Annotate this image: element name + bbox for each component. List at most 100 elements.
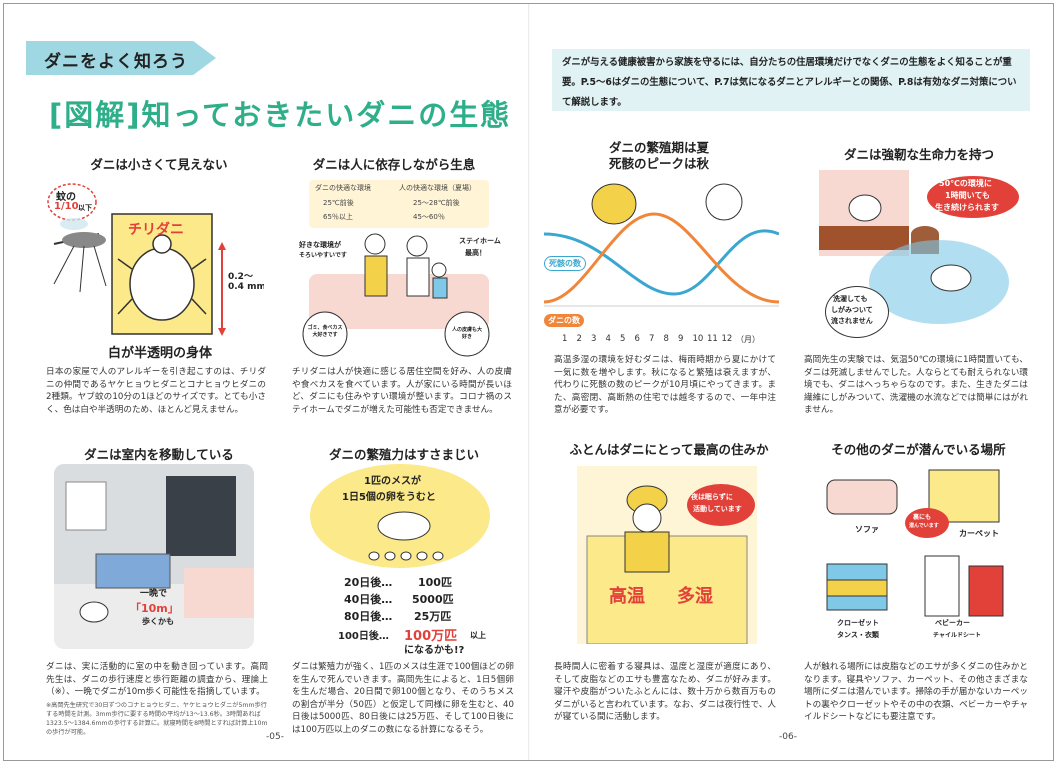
s7-body: 長時間人に密着する寝具は、温度と湿度が適度にあり、そして皮脂などのエサも豊富なた…: [554, 662, 776, 723]
s2-mite-temp: 25℃前後: [323, 199, 354, 207]
s8-baby-line2: チャイルドシート: [933, 632, 981, 639]
s1-caption: 白が半透明の身体: [108, 346, 213, 359]
s3-dead-label: 死骸の数: [544, 256, 586, 271]
month-tick-7: 7: [649, 334, 655, 344]
book-spine: [528, 4, 530, 760]
section-tag: ダニをよく知ろう: [26, 41, 216, 75]
month-tick-5: 5: [620, 334, 626, 344]
s6-illustration: 1匹のメスが 1日5個の卵をうむと 20日後… 100匹 40日後… 5000匹…: [294, 464, 509, 654]
s6-row2-label: 40日後…: [344, 593, 393, 606]
s8-illustration: ソファ カーペット 裏にも 潜んでいます クローゼット タンス・衣類 ベビーカー…: [809, 464, 1029, 644]
s2-bubble-left-line1: 好きな環境が: [299, 241, 341, 249]
month-tick-2: 2: [576, 334, 582, 344]
s8-sofa-label: ソファ: [855, 525, 879, 534]
s6-last-tail: になるかも!?: [404, 645, 465, 654]
s4-wash-line1: 洗濯しても: [833, 295, 868, 303]
s7-bubble-line2: 活動しています: [693, 505, 742, 513]
s6-cloud-line2: 1日5個の卵をうむと: [342, 492, 436, 503]
s4-heat-line3: 生き続けられます: [935, 203, 999, 212]
s6-row2-value: 5000匹: [412, 593, 454, 606]
s1-illustration: 蚊の 1/10 以下 チリダニ 0.2～ 0.4 mm 白が半透明の身体: [44, 174, 264, 359]
month-tick-8: 8: [663, 334, 669, 344]
s1-mite-name: チリダニ: [128, 222, 184, 238]
s1-size-line2: 0.4 mm: [228, 282, 264, 292]
s4-illustration: 50℃の環境に 1時間いても 生き続けられます 洗濯しても しがみついて 流され…: [809, 164, 1029, 344]
s6-heading: ダニの繁殖力はすさまじい: [328, 447, 479, 462]
s7-illustration: 夜は眠らずに 活動しています 高温 多湿: [577, 466, 757, 644]
s4-heat-bubble: [927, 176, 1019, 218]
s4-heat-line1: 50℃の環境に: [939, 179, 992, 188]
s8-body: 人が触れる場所には皮脂などのエサが多くダニの住みかとなります。寝具やソファ、カー…: [804, 662, 1028, 723]
s7-word-humid: 多湿: [677, 586, 713, 607]
s5-body: ダニは、実に活動的に室の中を動き回っています。高岡先生は、ダニの歩行速度と歩行距…: [46, 662, 268, 698]
spread: ダニをよく知ろう [図解]知っておきたいダニの生態 ダニは小さくて見えない 蚊の…: [3, 3, 1054, 761]
s3-heading-line1: ダニの繁殖期は夏: [608, 140, 709, 155]
s6-last-value: 100万匹: [404, 629, 458, 644]
s5-bubble-line1: 一晩で: [140, 589, 168, 599]
s5-heading: ダニは室内を移動している: [84, 447, 234, 462]
s7-bubble: [687, 484, 755, 526]
s2-mite-hum: 65％以上: [323, 213, 353, 221]
tag-arrow-shape: [26, 41, 216, 75]
s6-body: ダニは繁殖力が強く、1匹のメスは生涯で100個ほどの卵を生んで死んでいきます。高…: [292, 662, 514, 735]
dead-count-curve: [544, 229, 779, 296]
month-tick-3: 3: [591, 334, 597, 344]
s2-mite-env: ダニの快適な環境: [315, 184, 371, 192]
s3-body: 高温多湿の環境を好むダニは、梅雨時期から夏にかけて一気に数を増やします。秋になる…: [554, 355, 776, 416]
s5-bubble-line2: 「10m」: [130, 602, 179, 615]
s2-bubble-right-line1: ステイホーム: [459, 237, 501, 245]
s8-baby-line1: ベビーカー: [935, 619, 970, 627]
s6-row3-label: 80日後…: [344, 610, 393, 623]
s6-row3-value: 25万匹: [414, 610, 452, 623]
month-tick-6: 6: [634, 334, 640, 344]
s2-human-env: 人の快適な環境（夏場）: [399, 184, 476, 192]
s1-body: 日本の家屋で人のアレルギーを引き起こすのは、チリダニの仲間であるヤケヒョウヒダニ…: [46, 367, 266, 415]
s4-wash-line3: 流されません: [831, 317, 873, 325]
mite-count-curve: [544, 212, 779, 304]
s7-word-hot: 高温: [609, 586, 645, 607]
heat-and-wash-drawing: [819, 170, 1009, 324]
page-title: [図解]知っておきたいダニの生態: [49, 98, 512, 132]
s6-row1-label: 20日後…: [344, 576, 393, 589]
month-tick-12: 12: [721, 334, 733, 344]
s2-human-hum: 45～60％: [413, 213, 445, 221]
s1-heading: ダニは小さくて見えない: [90, 157, 228, 172]
mosquito-and-mite-drawing: [47, 183, 226, 336]
s2-circle-left: ゴミ、食べカス大好きです: [307, 325, 343, 338]
s2-bubble-left-line2: そろいやすいです: [299, 252, 347, 259]
s5-bubble-line3: 歩くかも: [142, 617, 174, 626]
s1-bubble-fraction: 1/10: [54, 201, 79, 212]
s8-carpet-tip: [905, 508, 949, 538]
page-number-left: -05-: [266, 732, 284, 742]
s6-last-label: 100日後…: [338, 631, 389, 642]
s8-carpet-tip-line2: 潜んでいます: [909, 523, 939, 529]
s5-illustration: 一晩で 「10m」 歩くかも: [54, 464, 254, 649]
month-tick-10: 10: [692, 334, 704, 344]
s7-bubble-line1: 夜は眠らずに: [691, 493, 733, 501]
s3-chart-svg: [544, 183, 779, 307]
s4-wash-line2: しがみついて: [831, 306, 873, 314]
s1-bubble-line3: 以下: [78, 204, 92, 212]
s3-heading: ダニの繁殖期は夏 死骸のピークは秋: [589, 140, 729, 172]
s3-mite-label: ダニの数: [544, 314, 584, 327]
month-unit: （月）: [736, 335, 760, 344]
family-on-sofa-drawing: [302, 233, 490, 357]
s2-circle-right: 人の皮膚も大好き: [451, 327, 482, 340]
page-right: ダニが与える健康被害から家族を守るには、自分たちの住居環境だけでなくダニの生態を…: [529, 4, 1055, 760]
tag-label: ダニをよく知ろう: [44, 52, 188, 72]
s8-carpet-tip-line1: 裏にも: [913, 514, 932, 521]
s2-body: チリダニは人が快適に感じる居住空間を好み、人の皮膚や食べカスを食べています。人が…: [292, 367, 512, 415]
s2-heading: ダニは人に依存しながら生息: [312, 157, 476, 172]
s4-heading: ダニは強靭な生命力を持つ: [843, 147, 994, 162]
s8-carpet-label: カーペット: [959, 529, 999, 538]
s8-closet-line2: タンス・衣類: [837, 631, 879, 639]
month-tick-9: 9: [678, 334, 684, 344]
mite-with-eggs-drawing: [368, 511, 444, 561]
s4-body: 高岡先生の実験では、気温50℃の環境に1時間置いても、ダニは死滅しませんでした。…: [804, 355, 1028, 416]
s6-row1-value: 100匹: [418, 576, 452, 589]
s3-heading-line2: 死骸のピークは秋: [608, 156, 709, 171]
s2-env-box: [309, 180, 489, 228]
s4-wash-bubble: [825, 286, 889, 338]
intro-box: ダニが与える健康被害から家族を守るには、自分たちの住居環境だけでなくダニの生態を…: [552, 49, 1030, 111]
